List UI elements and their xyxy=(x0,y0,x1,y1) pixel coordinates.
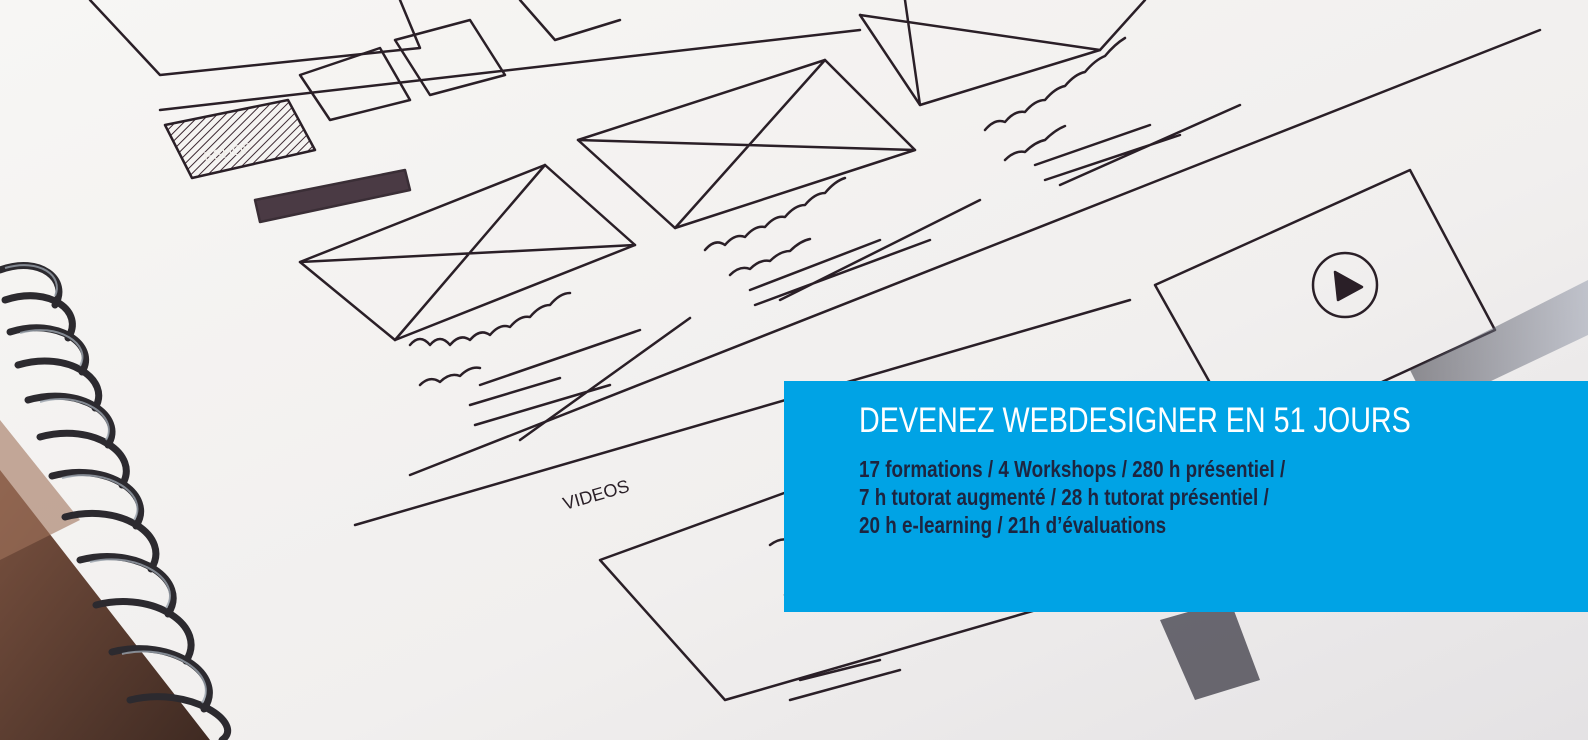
banner-title: DEVENEZ WEBDESIGNER EN 51 JOURS xyxy=(859,401,1411,440)
wireframe-drawing xyxy=(88,0,1542,702)
banner-detail-line: 20 h e-learning / 21h d’évaluations xyxy=(859,512,1167,538)
spiral-highlights xyxy=(4,264,207,704)
pen-body xyxy=(1410,280,1588,410)
banner-detail-line: 17 formations / 4 Workshops / 280 h prés… xyxy=(859,456,1286,482)
table-edge xyxy=(0,420,80,560)
pen-cap xyxy=(1160,600,1260,700)
banner-detail-line: 7 h tutorat augmenté / 28 h tutorat prés… xyxy=(859,484,1269,510)
spiral-binding xyxy=(0,262,232,740)
banner-details: 17 formations / 4 Workshops / 280 h prés… xyxy=(859,455,1548,539)
promo-banner: DEVENEZ WEBDESIGNER EN 51 JOURS 17 forma… xyxy=(784,381,1588,612)
